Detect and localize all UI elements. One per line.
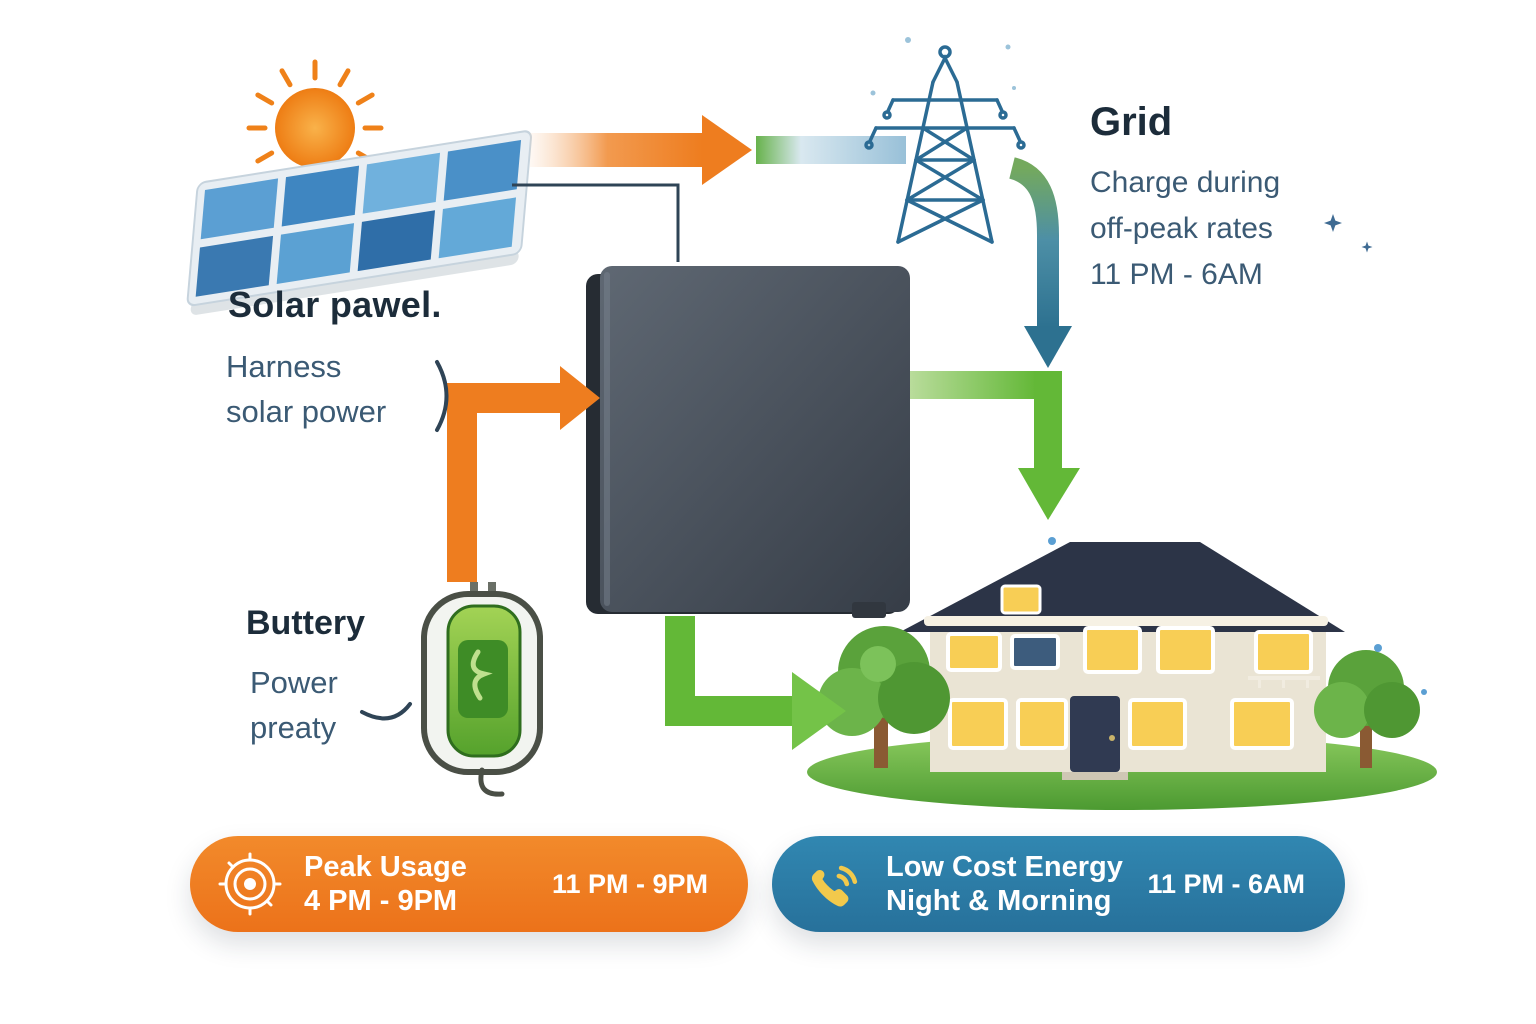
grid-desc-line1: Charge during	[1090, 166, 1281, 199]
low-cost-hours: Night & Morning	[886, 885, 1112, 917]
solar-desc-line1: Harness	[226, 349, 342, 384]
battery-desc-line1: Power	[250, 665, 338, 700]
home-battery-to-house-arrow-bottom	[665, 616, 846, 750]
sun-icon	[246, 59, 384, 197]
battery-description: Power preaty	[250, 660, 338, 750]
peak-usage-texts: Peak Usage 4 PM - 9PM	[304, 850, 467, 918]
home-battery-to-house-arrow-right	[910, 371, 1080, 520]
peak-usage-title: Peak Usage	[304, 851, 467, 883]
peak-usage-badge: Peak Usage 4 PM - 9PM 11 PM - 9PM	[190, 836, 748, 932]
low-cost-texts: Low Cost Energy Night & Morning	[886, 850, 1123, 918]
solar-desc-line2: solar power	[226, 394, 387, 429]
grid-desc-line3: 11 PM - 6AM	[1090, 258, 1263, 291]
house-icon	[807, 542, 1437, 810]
grid-title: Grid	[1090, 100, 1173, 144]
low-cost-title: Low Cost Energy	[886, 851, 1123, 883]
sparkle-stars	[1324, 214, 1373, 253]
battery-desc-line2: preaty	[250, 710, 337, 745]
grid-description: Charge during off-peak rates 11 PM - 6AM	[1090, 160, 1280, 298]
radar-target-icon	[218, 852, 282, 916]
transmission-tower-icon	[864, 45, 1026, 244]
solar-text-bracket	[435, 360, 449, 432]
battery-title: Buttery	[246, 604, 366, 642]
decoration-dots-house	[1048, 537, 1427, 695]
peak-usage-time-range: 11 PM - 9PM	[551, 868, 708, 899]
solar-to-grid-arrow	[530, 115, 906, 185]
battery-to-home-battery-arrow	[447, 366, 600, 582]
low-cost-energy-badge: Low Cost Energy Night & Morning 11 PM - …	[772, 836, 1345, 932]
solar-panel-icon	[186, 130, 532, 315]
home-battery-icon	[586, 266, 910, 618]
decoration-dots-top	[870, 37, 1016, 96]
grid-desc-line2: off-peak rates	[1090, 212, 1273, 245]
solar-panel-title: Solar pawel.	[228, 284, 442, 325]
battery-charger-icon	[421, 582, 543, 797]
grid-to-battery-arrow	[1008, 157, 1072, 368]
panel-to-battery-line	[512, 183, 680, 262]
battery-text-connector	[360, 702, 412, 721]
low-cost-time-range: 11 PM - 6AM	[1147, 868, 1305, 899]
peak-usage-hours: 4 PM - 9PM	[304, 885, 458, 917]
solar-panel-description: Harness solar power	[226, 344, 386, 434]
phone-icon	[811, 865, 858, 907]
